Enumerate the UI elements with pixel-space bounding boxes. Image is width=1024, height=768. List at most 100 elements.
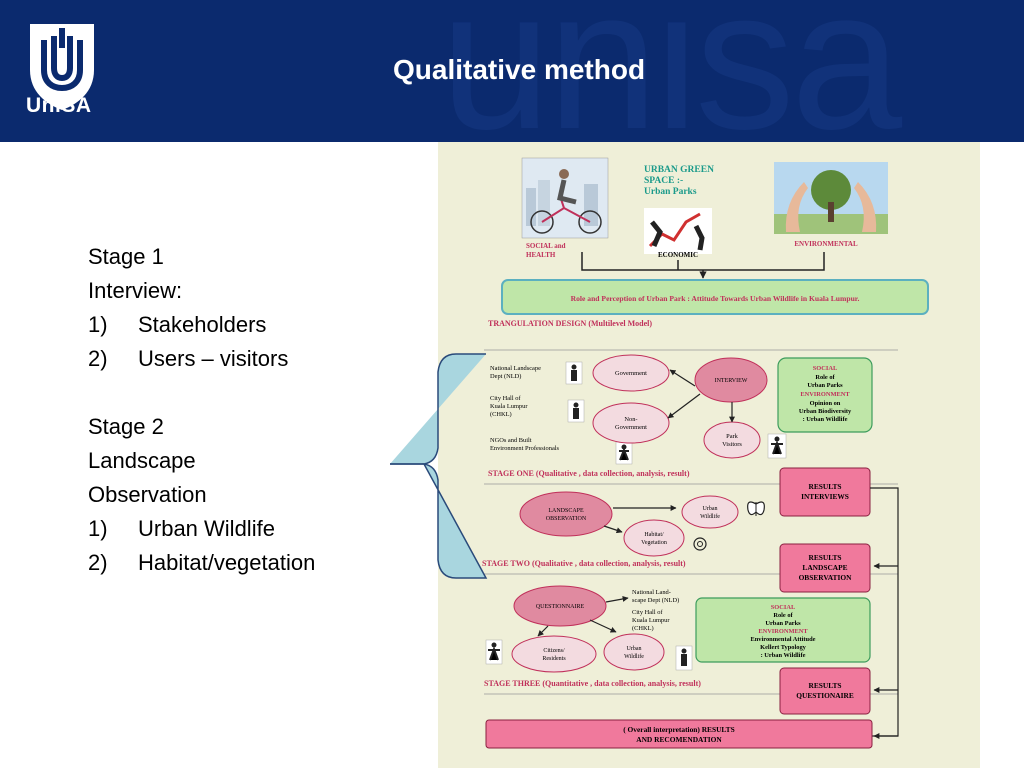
connector-arrow xyxy=(669,369,696,387)
results-text: RESULTS xyxy=(808,482,841,491)
methodology-diagram: URBAN GREEN SPACE :- Urban Parks SOCIAL … xyxy=(482,157,929,749)
interview-oval xyxy=(694,357,768,403)
citizens-label: Residents xyxy=(542,656,566,662)
slide-header: unisa UniSA Qualitative method xyxy=(0,0,1024,142)
connector-line xyxy=(870,487,899,737)
habitat-label: Vegetation xyxy=(641,540,667,546)
questionnaire-label: QUESTIONNAIRE xyxy=(536,604,585,610)
citizens-label: Citizens/ xyxy=(543,648,565,654)
connector-arrow xyxy=(603,525,623,534)
list-item: 2)Users – visitors xyxy=(88,346,289,371)
stakeholder-label: City Hall of xyxy=(632,609,663,616)
top-title: URBAN GREEN xyxy=(644,165,714,175)
social-box-text: Role of xyxy=(815,374,835,381)
stakeholder-label: National Land- xyxy=(632,589,671,596)
results-landscape-box xyxy=(779,543,871,593)
list-item: 2)Habitat/vegetation xyxy=(88,550,316,575)
non-government-oval xyxy=(592,402,670,444)
overall-text: ( Overall interpretation) RESULTS xyxy=(623,725,734,734)
social-box xyxy=(695,597,871,663)
social-box-text: Urban Parks xyxy=(765,620,801,627)
stage2-subtitle: Observation xyxy=(88,482,207,507)
list-item: 1)Stakeholders xyxy=(88,312,267,337)
cyclist-image xyxy=(521,157,609,239)
social-label: SOCIAL xyxy=(813,365,838,372)
social-health-label: SOCIAL and xyxy=(526,242,566,250)
environment-label: ENVIRONMENT xyxy=(758,628,808,635)
watermark-text: unisa xyxy=(440,0,902,142)
person-icon xyxy=(675,645,693,671)
stakeholder-label: Kuala Lumpur xyxy=(632,617,670,624)
social-box-text: Opinion on xyxy=(810,400,841,407)
urban-wildlife-label: Wildlife xyxy=(624,653,644,660)
stakeholder-label: Kuala Lumpur xyxy=(490,403,528,410)
stakeholder-label: (CHKL) xyxy=(490,411,512,418)
results-text: LANDSCAPE xyxy=(802,563,847,572)
stage1-subtitle: Interview: xyxy=(88,278,183,303)
urban-wildlife-oval xyxy=(681,495,739,529)
economic-image xyxy=(644,208,712,254)
habitat-label: Habitat/ xyxy=(644,532,664,538)
overall-text: AND RECOMENDATION xyxy=(636,735,722,744)
habitat-oval xyxy=(623,519,685,557)
stage-one-label: STAGE ONE (Qualitative , data collection… xyxy=(488,469,690,478)
social-box-text: Kellert Typology xyxy=(760,644,807,651)
citizens-oval xyxy=(511,635,597,673)
social-box xyxy=(777,357,873,433)
stakeholder-label: Dept (NLD) xyxy=(490,373,521,380)
environment-label: ENVIRONMENT xyxy=(800,391,850,398)
stakeholder-label: National Landscape xyxy=(490,365,541,372)
left-text-block: Stage 1 Interview: 1)Stakeholders 2)User… xyxy=(88,240,315,580)
park-visitors-oval xyxy=(703,421,761,459)
non-government-label: Government xyxy=(615,424,647,431)
plant-icon xyxy=(693,537,707,551)
economic-label: ECONOMIC xyxy=(658,251,698,259)
stakeholder-label: scape Dept (NLD) xyxy=(632,597,679,604)
butterfly-icon xyxy=(747,501,765,516)
slide-title: Qualitative method xyxy=(393,54,646,85)
stage2-title: Stage 2 xyxy=(88,414,164,439)
questionnaire-oval xyxy=(513,585,607,627)
landscape-obs-label: OBSERVATION xyxy=(546,516,587,522)
stage-two-label: STAGE TWO (Qualitative , data collection… xyxy=(482,559,686,568)
connector-arrow xyxy=(667,393,701,419)
social-box-text: Environmental Attitude xyxy=(750,636,815,643)
unisa-logo-icon xyxy=(30,24,94,110)
landscape-observation-oval xyxy=(519,491,613,537)
connector-arrow xyxy=(605,596,629,603)
social-label: SOCIAL xyxy=(771,604,796,611)
results-text: QUESTIONAIRE xyxy=(796,691,854,700)
list-item: 1)Urban Wildlife xyxy=(88,516,275,541)
landscape-obs-label: LANDSCAPE xyxy=(548,508,584,514)
urban-wildlife-label: Urban xyxy=(703,506,718,512)
top-title: Urban Parks xyxy=(644,187,697,197)
stage-three-label: STAGE THREE (Quantitative , data collect… xyxy=(484,679,701,688)
environmental-label: ENVIRONMENTAL xyxy=(794,240,858,248)
role-box-text: Role and Perception of Urban Park : Atti… xyxy=(571,294,860,303)
person-icon xyxy=(485,639,503,665)
urban-wildlife-label: Wildlife xyxy=(700,513,720,520)
urban-wildlife-label: Urban xyxy=(627,646,642,652)
top-title: SPACE :- xyxy=(644,176,683,186)
person-icon xyxy=(767,433,787,459)
stakeholder-label: City Hall of xyxy=(490,395,521,402)
stage1-title: Stage 1 xyxy=(88,244,164,269)
triangulation-label: TRANGULATION DESIGN (Multilevel Model) xyxy=(488,319,652,328)
environmental-image xyxy=(774,162,888,234)
logo-text: UniSA xyxy=(26,94,92,117)
connector-arrow xyxy=(537,625,549,637)
connector-line xyxy=(581,252,825,271)
social-box-text: Urban Parks xyxy=(807,382,843,389)
results-text: RESULTS xyxy=(808,553,841,562)
role-box xyxy=(501,279,929,315)
non-government-label: Non- xyxy=(624,416,637,423)
person-icon xyxy=(615,441,633,465)
stage2-subtitle: Landscape xyxy=(88,448,196,473)
results-text: INTERVIEWS xyxy=(801,492,849,501)
stakeholder-label: Environment Professionals xyxy=(490,445,560,452)
results-interviews-box xyxy=(779,467,871,517)
social-box-text: : Urban Wildlife xyxy=(803,416,848,423)
results-text: OBSERVATION xyxy=(799,573,853,582)
person-icon xyxy=(567,399,585,423)
social-box-text: Urban Biodiversity xyxy=(799,408,852,415)
